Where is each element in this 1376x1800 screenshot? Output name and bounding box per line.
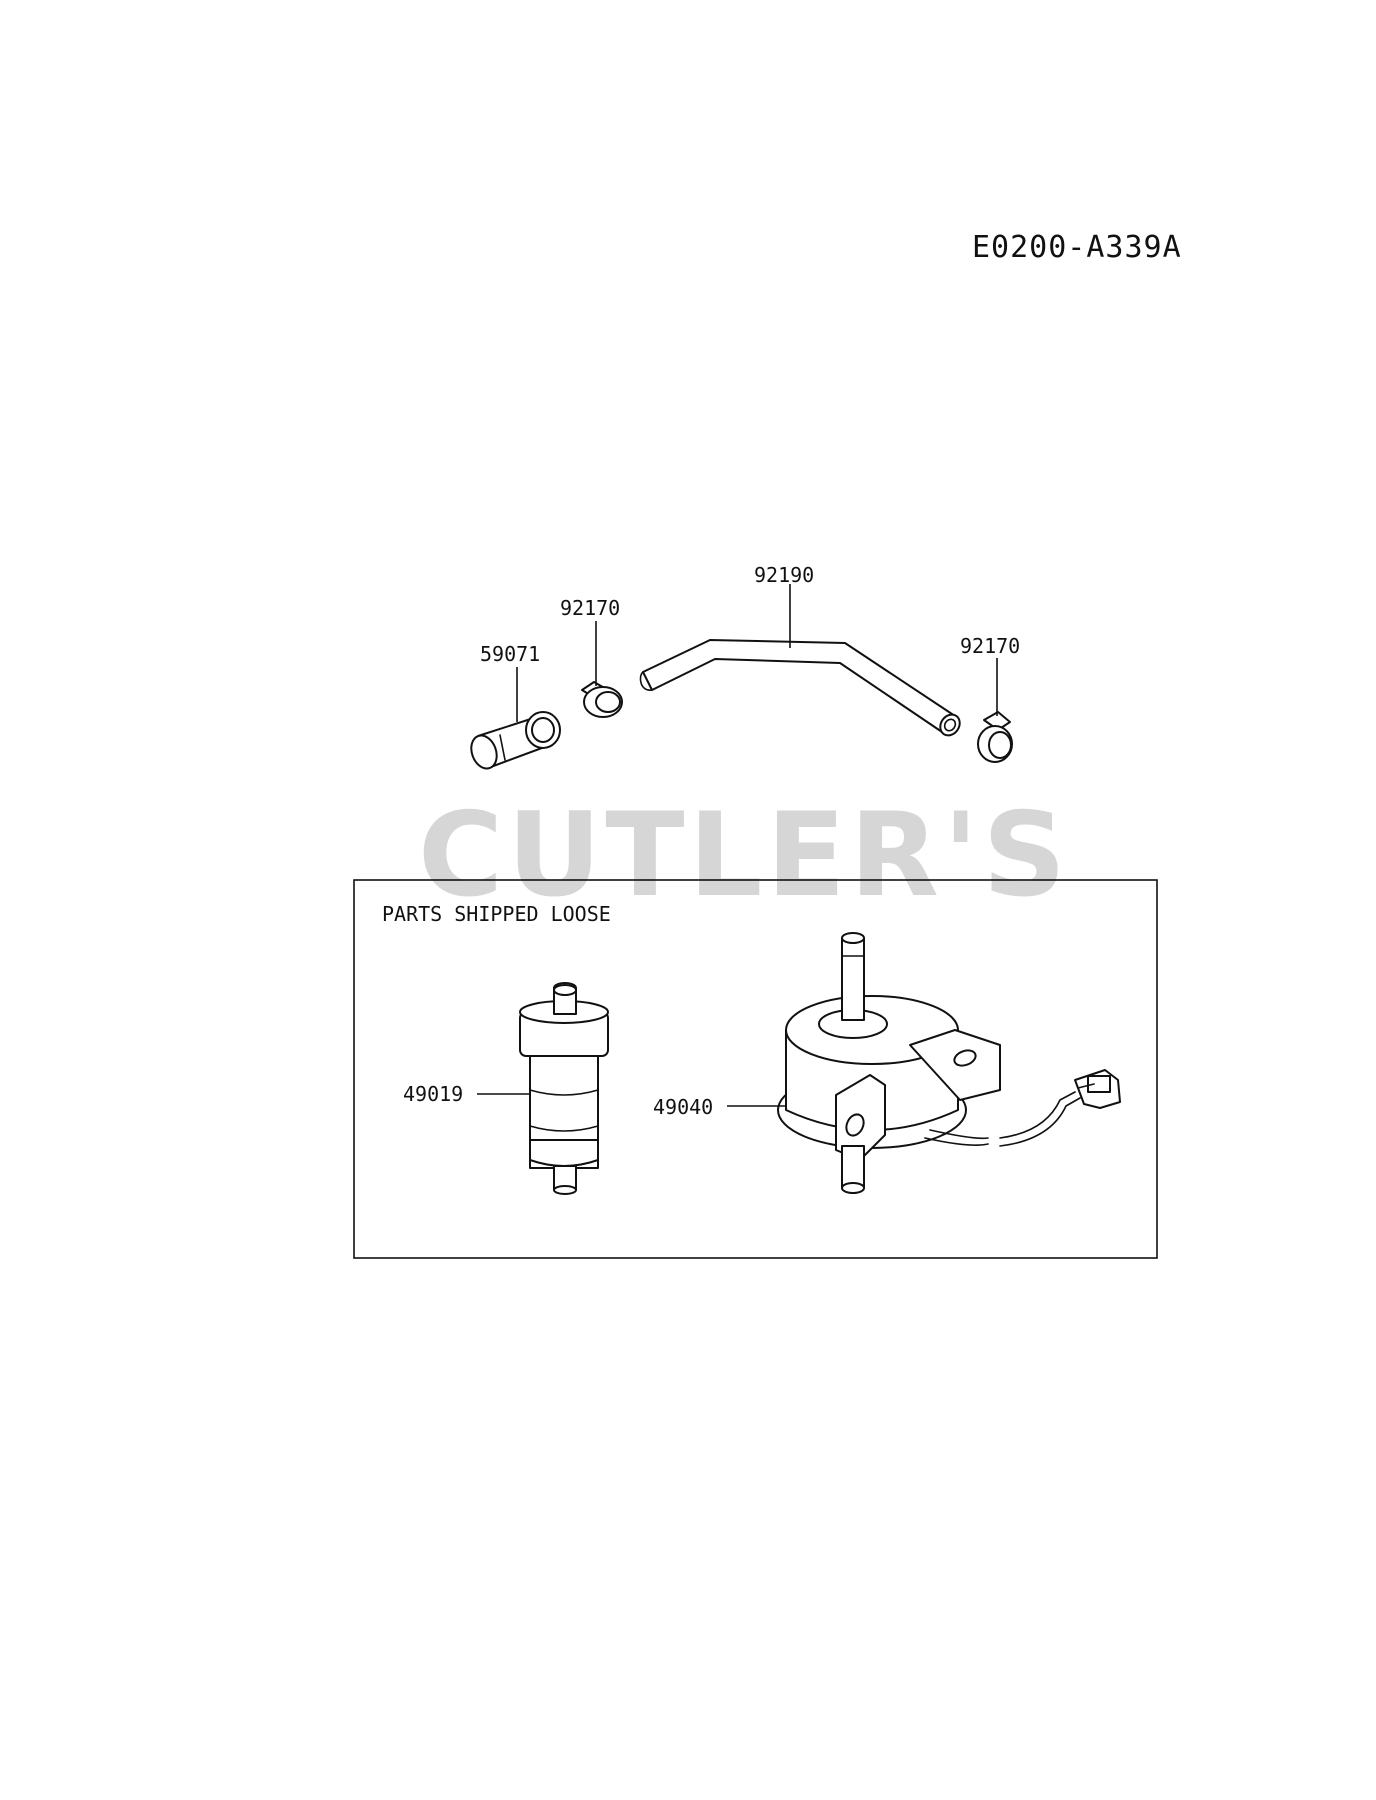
label-49019: 49019	[403, 1082, 463, 1106]
loose-box-label: PARTS SHIPPED LOOSE	[382, 902, 611, 926]
label-49040: 49040	[653, 1095, 713, 1119]
label-59071: 59071	[480, 642, 540, 666]
label-92190: 92190	[754, 563, 814, 587]
label-clamp-right: 92170	[960, 634, 1020, 658]
joint-59071	[470, 711, 561, 770]
filter-49019	[519, 982, 609, 1195]
pump-49040	[777, 932, 1121, 1194]
label-clamp-left: 92170	[560, 596, 620, 620]
hose-92190	[639, 639, 961, 737]
diagram-code: E0200-A339A	[972, 230, 1182, 265]
clamp-right-92170	[977, 711, 1013, 763]
clamp-left-92170	[581, 681, 623, 718]
watermark: CUTLER'S	[418, 788, 1070, 923]
loose-parts-box	[353, 879, 1158, 1259]
